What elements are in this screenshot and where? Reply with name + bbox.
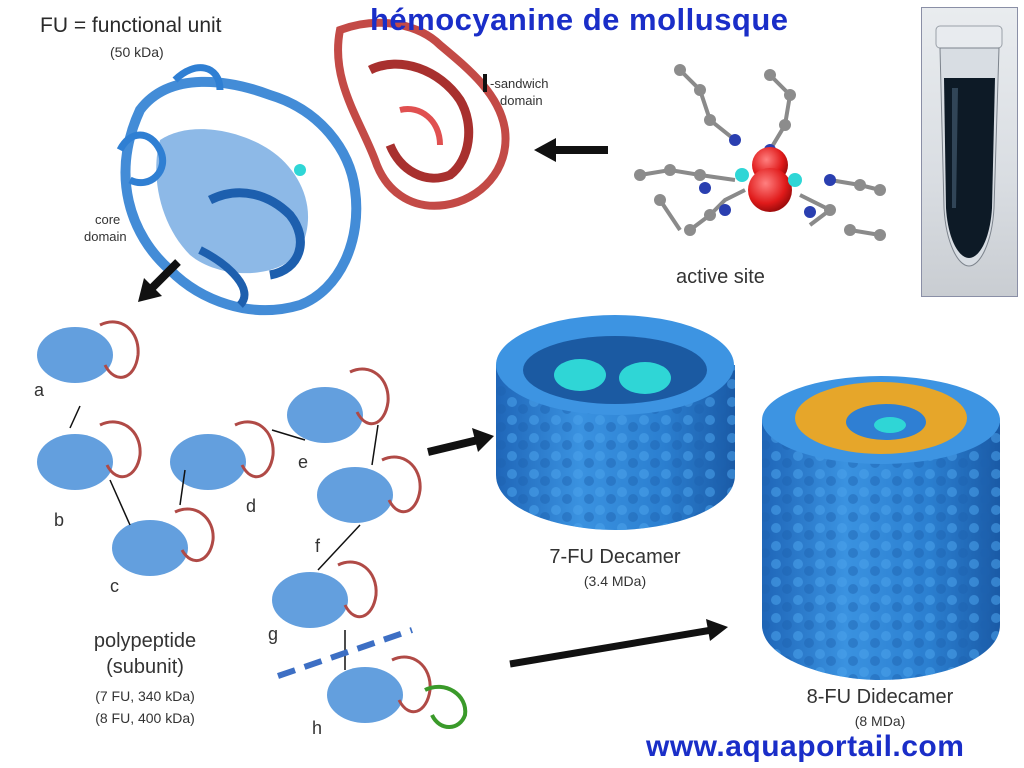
sandwich-marker	[483, 74, 487, 92]
tube-icon	[935, 25, 1003, 267]
subunit-label: (subunit)	[106, 656, 184, 678]
website-link[interactable]: www.aquaportail.com	[646, 730, 965, 763]
arrow-chain-to-didecamer	[509, 619, 728, 668]
chain-label-c: c	[110, 576, 119, 596]
chain-label-g: g	[268, 624, 279, 644]
sandwich-domain-label-2: domain	[500, 93, 543, 108]
chain-label-d: d	[246, 496, 257, 516]
sandwich-domain-structure	[334, 18, 510, 210]
didecamer-model	[762, 376, 1000, 680]
polypeptide-7fu: (7 FU, 340 kDa)	[95, 688, 195, 704]
active-site-label: active site	[676, 266, 765, 288]
chain-label-h: h	[312, 718, 323, 738]
sandwich-domain-label: -sandwich	[490, 76, 549, 91]
dashed-separator	[277, 627, 413, 679]
core-domain-label: core	[95, 212, 121, 227]
fu-f	[317, 455, 422, 523]
core-domain-label-2: domain	[84, 229, 127, 244]
chain-units	[37, 320, 468, 729]
page-title: hémocyanine de mollusque	[370, 2, 789, 37]
didecamer-label: 8-FU Didecamer	[806, 686, 954, 708]
arrow-fu-to-chain	[138, 259, 181, 302]
decamer-model	[496, 315, 735, 530]
decamer-label: 7-FU Decamer	[549, 546, 681, 568]
functional-unit-structure	[116, 64, 362, 316]
fu-h	[327, 655, 468, 729]
fu-c	[112, 507, 215, 576]
decamer-mass: (3.4 MDa)	[583, 573, 647, 589]
functional-unit-mass: (50 kDa)	[110, 44, 164, 60]
fu-g	[272, 560, 378, 628]
sample-tube-photo	[921, 7, 1018, 297]
arrow-active-to-fu	[534, 138, 608, 162]
chain-label-f: f	[315, 536, 321, 556]
fu-d	[170, 420, 275, 490]
polypeptide-label: polypeptide	[93, 630, 197, 652]
didecamer-mass: (8 MDa)	[854, 713, 906, 729]
chain-label-a: a	[34, 380, 45, 400]
fu-a	[37, 320, 140, 383]
active-site-model	[634, 64, 886, 241]
fu-b	[37, 420, 142, 490]
fu-e	[287, 367, 390, 443]
functional-unit-label: FU = functional unit	[40, 14, 222, 37]
chain-label-e: e	[298, 452, 309, 472]
chain-label-b: b	[54, 510, 65, 530]
arrow-chain-to-decamer	[427, 428, 494, 456]
polypeptide-8fu: (8 FU, 400 kDa)	[95, 710, 195, 726]
